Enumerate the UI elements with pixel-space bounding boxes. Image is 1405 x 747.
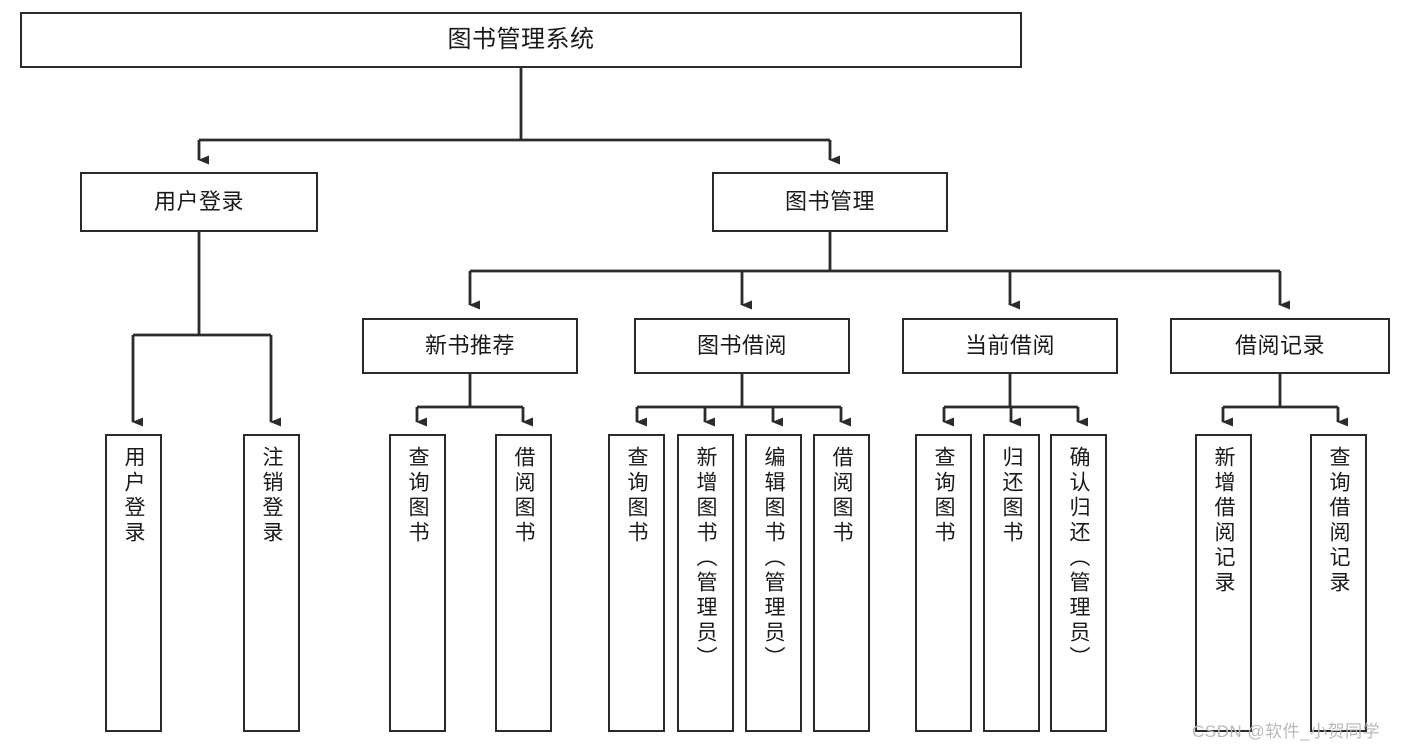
leaf-borrow-query-book-label: 查询图书 — [625, 446, 648, 546]
leaf-records-query[interactable]: 查询借阅记录 — [1310, 434, 1367, 732]
node-current-borrow-label: 当前借阅 — [964, 333, 1055, 359]
leaf-user-login-signout[interactable]: 注销登录 — [243, 434, 300, 732]
node-book-management[interactable]: 图书管理 — [712, 172, 948, 232]
leaf-new-book-borrow-label: 借阅图书 — [512, 446, 535, 546]
node-book-borrow-label: 图书借阅 — [696, 333, 787, 359]
leaf-borrow-edit-book[interactable]: 编辑图书（管理员） — [745, 434, 802, 732]
node-book-management-label: 图书管理 — [784, 189, 875, 215]
leaf-current-confirm-return-label: 确认归还（管理员） — [1067, 446, 1090, 671]
leaf-user-login-signin-label: 用户登录 — [122, 446, 145, 546]
leaf-current-confirm-return[interactable]: 确认归还（管理员） — [1050, 434, 1107, 732]
leaf-current-return-book-label: 归还图书 — [1000, 446, 1023, 546]
node-borrow-records[interactable]: 借阅记录 — [1170, 318, 1390, 374]
node-root-label: 图书管理系统 — [447, 26, 595, 54]
leaf-user-login-signin[interactable]: 用户登录 — [105, 434, 162, 732]
leaf-borrow-borrow-book-label: 借阅图书 — [830, 446, 853, 546]
leaf-records-query-label: 查询借阅记录 — [1327, 446, 1350, 596]
leaf-current-return-book[interactable]: 归还图书 — [983, 434, 1040, 732]
leaf-new-book-query-label: 查询图书 — [406, 446, 429, 546]
node-new-book-recommend-label: 新书推荐 — [424, 333, 515, 359]
leaf-borrow-add-book[interactable]: 新增图书（管理员） — [677, 434, 734, 732]
leaf-new-book-borrow[interactable]: 借阅图书 — [495, 434, 552, 732]
leaf-current-query-book-label: 查询图书 — [932, 446, 955, 546]
leaf-new-book-query[interactable]: 查询图书 — [389, 434, 446, 732]
watermark-text: CSDN @软件_小贺同学 — [1192, 722, 1381, 741]
leaf-borrow-add-book-label: 新增图书（管理员） — [694, 446, 717, 671]
node-new-book-recommend[interactable]: 新书推荐 — [362, 318, 578, 374]
node-user-login[interactable]: 用户登录 — [80, 172, 318, 232]
leaf-records-add-label: 新增借阅记录 — [1212, 446, 1235, 596]
leaf-borrow-edit-book-label: 编辑图书（管理员） — [762, 446, 785, 671]
leaf-borrow-borrow-book[interactable]: 借阅图书 — [813, 434, 870, 732]
leaf-current-query-book[interactable]: 查询图书 — [915, 434, 972, 732]
node-book-borrow[interactable]: 图书借阅 — [634, 318, 850, 374]
leaf-borrow-query-book[interactable]: 查询图书 — [608, 434, 665, 732]
leaf-records-add[interactable]: 新增借阅记录 — [1195, 434, 1252, 732]
node-root[interactable]: 图书管理系统 — [20, 12, 1022, 68]
node-borrow-records-label: 借阅记录 — [1234, 333, 1325, 359]
leaf-user-login-signout-label: 注销登录 — [260, 446, 283, 546]
node-current-borrow[interactable]: 当前借阅 — [902, 318, 1118, 374]
node-user-login-label: 用户登录 — [153, 189, 244, 215]
